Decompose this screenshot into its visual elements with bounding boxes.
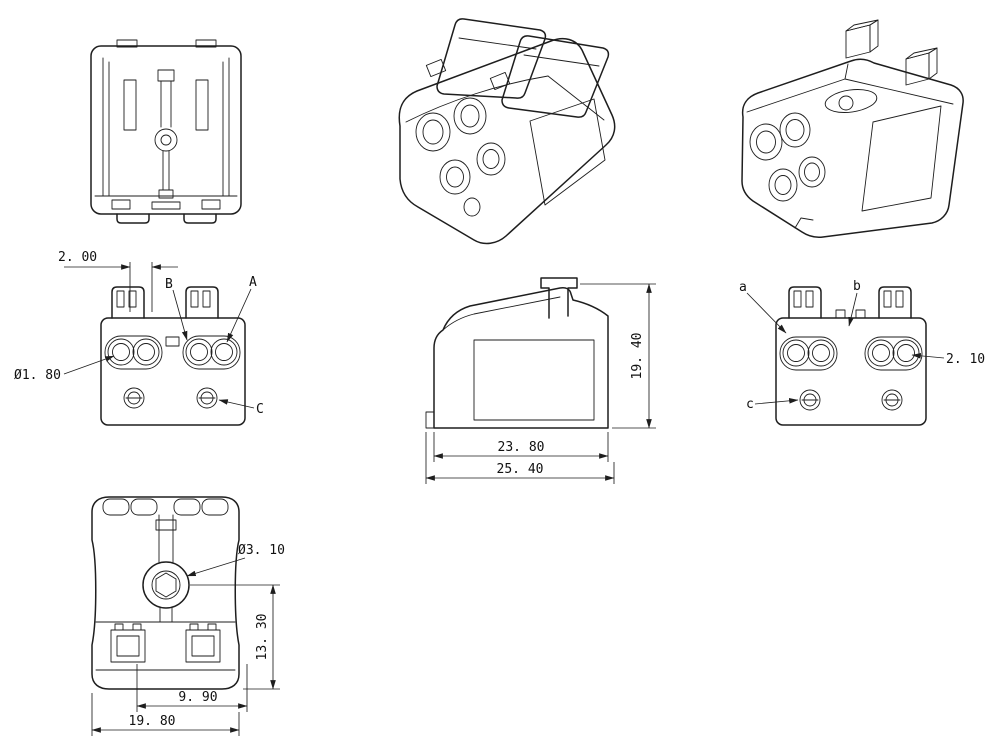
rear-label-a: a	[739, 280, 747, 295]
slot-right	[195, 79, 209, 131]
dimension-hole-dia: Ø1. 80	[14, 355, 115, 383]
center-ball	[154, 128, 178, 152]
dimension-gap: 2. 00	[58, 250, 178, 312]
wire-ports	[415, 97, 506, 217]
front-label-b: B	[165, 277, 173, 292]
wire-ports	[749, 112, 826, 202]
bottom-inner-width-dimension: 9. 90	[178, 690, 217, 705]
callout-a: a	[739, 280, 787, 334]
view-top-orthographic	[90, 39, 242, 224]
lever-left	[436, 18, 547, 99]
side-panel	[473, 339, 595, 421]
callout-C: C	[218, 399, 264, 417]
dimension-overall-width: 19. 80	[91, 693, 240, 736]
rear-port-diameter: 2. 10	[946, 352, 985, 367]
button-left	[111, 286, 145, 319]
view-rear-dimensioned: a b 2. 10 c	[739, 279, 985, 426]
screw-holes	[123, 387, 218, 409]
foot	[425, 411, 435, 429]
dimension-port-dia: 2. 10	[911, 352, 985, 367]
dimension-lower-height: 13. 30	[190, 584, 280, 690]
release-tab	[540, 277, 578, 319]
callout-b: b	[848, 279, 861, 327]
callout-A: A	[226, 275, 257, 343]
dimension-height: 19. 40	[580, 283, 656, 429]
button-right	[185, 286, 219, 319]
top-tab-left	[116, 39, 138, 48]
callout-c: c	[746, 397, 799, 412]
dimension-inner-width: 9. 90	[136, 664, 248, 712]
view-bottom-dimensioned: Ø3. 10 13. 30 9. 90 19. 80	[91, 496, 285, 736]
dimension-overall-width: 25. 40	[425, 432, 615, 484]
top-tab-right	[195, 39, 217, 48]
rear-label-b: b	[853, 279, 861, 294]
push-button-right	[905, 47, 938, 86]
bottom-center-hole-diameter: Ø3. 10	[238, 543, 285, 558]
dimension-body-width: 23. 80	[433, 432, 609, 462]
callout-B: B	[165, 277, 188, 341]
screw-holes	[799, 389, 903, 411]
view-side-dimensioned: 19. 40 23. 80 25. 40	[425, 277, 656, 484]
front-label-a: A	[249, 275, 257, 290]
slot-left	[123, 79, 137, 131]
wire-ports	[782, 339, 920, 367]
button-right	[878, 286, 912, 319]
view-isometric-left	[398, 18, 616, 245]
view-front-dimensioned: 2. 00 B A Ø1. 80 C	[14, 250, 264, 426]
center-hole	[142, 561, 190, 609]
view-isometric-right	[741, 19, 964, 238]
wire-ports	[107, 338, 238, 366]
wire-entries	[102, 498, 229, 516]
push-button-left	[845, 19, 879, 59]
bottom-lower-height-dimension: 13. 30	[255, 614, 270, 661]
lever-right	[501, 35, 610, 118]
side-height-dimension: 19. 40	[630, 333, 645, 380]
front-gap-dimension: 2. 00	[58, 250, 97, 265]
front-hole-diameter: Ø1. 80	[14, 368, 61, 383]
bottom-overall-width-dimension: 19. 80	[129, 714, 176, 729]
rear-label-c: c	[746, 397, 754, 412]
side-body-width-dimension: 23. 80	[498, 440, 545, 455]
top-opening	[824, 89, 878, 113]
side-overall-width-dimension: 25. 40	[497, 462, 544, 477]
button-left	[788, 286, 822, 319]
side-panel	[861, 105, 942, 212]
front-label-c: C	[256, 402, 264, 417]
side-panel	[529, 98, 606, 206]
dimension-center-hole: Ø3. 10	[186, 543, 285, 577]
mounting-feet	[110, 623, 221, 663]
